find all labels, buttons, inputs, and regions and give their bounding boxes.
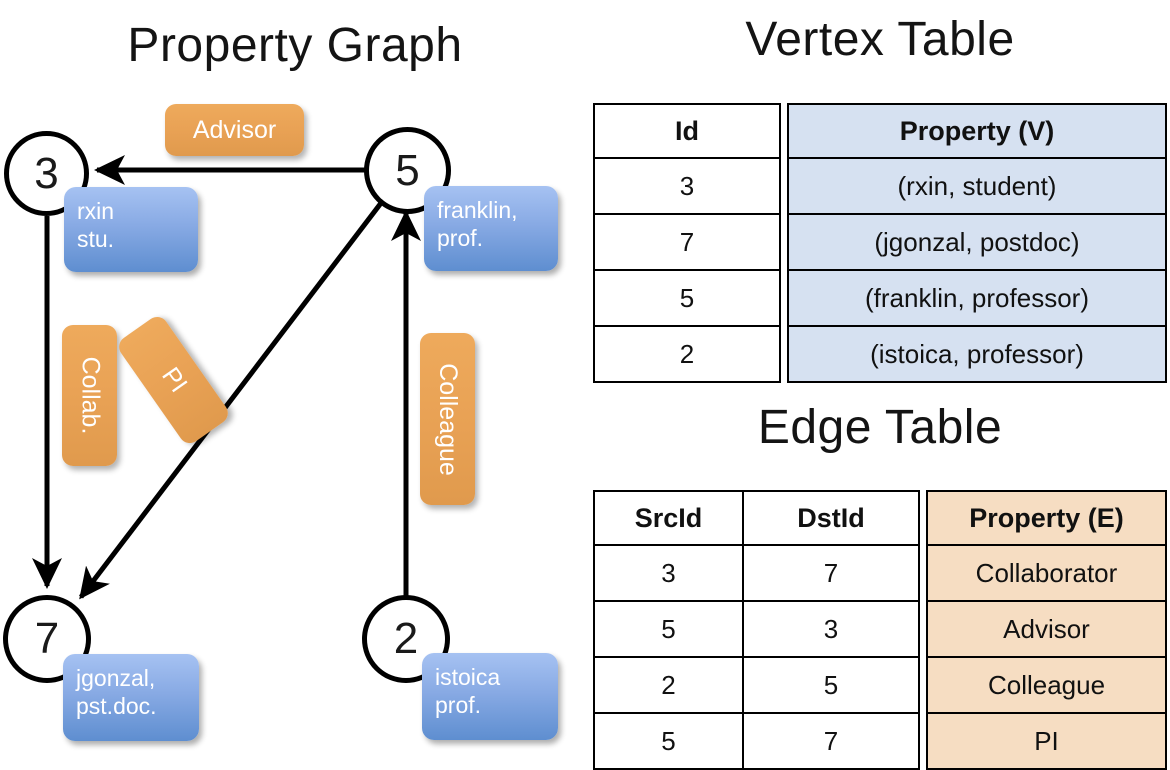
node-property-line-2: pst.doc. (76, 693, 157, 720)
column-spacer (780, 326, 788, 382)
table-row[interactable]: 5 7 PI (593, 712, 1167, 770)
graph-node-2[interactable]: 2 (362, 595, 450, 683)
edge-label-colleague-text: Colleague (434, 362, 462, 476)
node-property-line-1: istoica (435, 664, 501, 690)
vertex-property-cell: (rxin, student) (787, 157, 1167, 215)
column-spacer (919, 545, 927, 601)
edge-table-header-row: SrcId DstId Property (E) (593, 490, 1167, 546)
column-spacer (780, 158, 788, 214)
table-row[interactable]: 3 7 Collaborator (593, 544, 1167, 602)
column-spacer (919, 713, 927, 769)
edge-label-advisor-text: Advisor (192, 115, 277, 144)
node-property-line-1: franklin, (437, 197, 518, 223)
edge-5-to-7 (79, 201, 383, 600)
edge-label-advisor: Advisor (165, 104, 304, 156)
column-spacer (919, 601, 927, 657)
vertex-table-header-id: Id (593, 103, 781, 159)
edge-table-header-property: Property (E) (926, 490, 1167, 546)
column-spacer (780, 104, 788, 158)
edge-srcid-cell: 3 (593, 544, 744, 602)
table-row[interactable]: 2 (istoica, professor) (593, 325, 1167, 383)
edge-label-collab-text: Collab. (76, 356, 105, 435)
column-spacer (919, 657, 927, 713)
column-spacer (780, 270, 788, 326)
vertex-id-cell: 2 (593, 325, 781, 383)
node-property-box-5: franklin, prof. (424, 186, 558, 271)
edge-table-header-dstid: DstId (742, 490, 920, 546)
node-property-box-7: jgonzal, pst.doc. (63, 654, 199, 741)
table-row[interactable]: 5 3 Advisor (593, 600, 1167, 658)
edge-label-collab: Collab. (62, 325, 117, 466)
edge-srcid-cell: 2 (593, 656, 744, 714)
node-property-box-2: istoica prof. (422, 653, 558, 740)
table-row[interactable]: 3 (rxin, student) (593, 157, 1167, 215)
page-title-property-graph: Property Graph (127, 19, 463, 72)
node-property-line-2: prof. (437, 225, 484, 252)
vertex-table-header-property: Property (V) (787, 103, 1167, 159)
edge-dstid-cell: 7 (742, 544, 920, 602)
edge-table-header-srcid: SrcId (593, 490, 744, 546)
edge-property-cell: Colleague (926, 656, 1167, 714)
edge-srcid-cell: 5 (593, 600, 744, 658)
edge-srcid-cell: 5 (593, 712, 744, 770)
node-property-line-2: prof. (435, 692, 482, 719)
vertex-id-cell: 7 (593, 213, 781, 271)
edge-property-cell: Collaborator (926, 544, 1167, 602)
vertex-property-cell: (jgonzal, postdoc) (787, 213, 1167, 271)
vertex-table: Id Property (V) 3 (rxin, student) 7 (jgo… (593, 103, 1167, 383)
edge-property-cell: Advisor (926, 600, 1167, 658)
vertex-id-cell: 5 (593, 269, 781, 327)
table-row[interactable]: 7 (jgonzal, postdoc) (593, 213, 1167, 271)
edge-property-cell: PI (926, 712, 1167, 770)
edge-dstid-cell: 3 (742, 600, 920, 658)
table-row[interactable]: 5 (franklin, professor) (593, 269, 1167, 327)
vertex-property-cell: (franklin, professor) (787, 269, 1167, 327)
page-title-vertex-table: Vertex Table (745, 13, 1015, 66)
edge-label-pi-text: PI (155, 362, 193, 398)
edge-dstid-cell: 7 (742, 712, 920, 770)
column-spacer (780, 214, 788, 270)
vertex-id-cell: 3 (593, 157, 781, 215)
edge-label-colleague: Colleague (420, 333, 475, 505)
column-spacer (919, 491, 927, 545)
node-property-box-3: rxin stu. (64, 187, 198, 272)
vertex-table-header-row: Id Property (V) (593, 103, 1167, 159)
node-property-line-1: jgonzal, (76, 665, 156, 691)
graph-edges-layer (32, 155, 421, 600)
node-property-line-1: rxin (77, 198, 115, 224)
page-title-edge-table: Edge Table (757, 401, 1003, 454)
edge-dstid-cell: 5 (742, 656, 920, 714)
edge-table: SrcId DstId Property (E) 3 7 Collaborato… (593, 490, 1167, 770)
table-row[interactable]: 2 5 Colleague (593, 656, 1167, 714)
node-property-line-2: stu. (77, 226, 115, 253)
vertex-property-cell: (istoica, professor) (787, 325, 1167, 383)
